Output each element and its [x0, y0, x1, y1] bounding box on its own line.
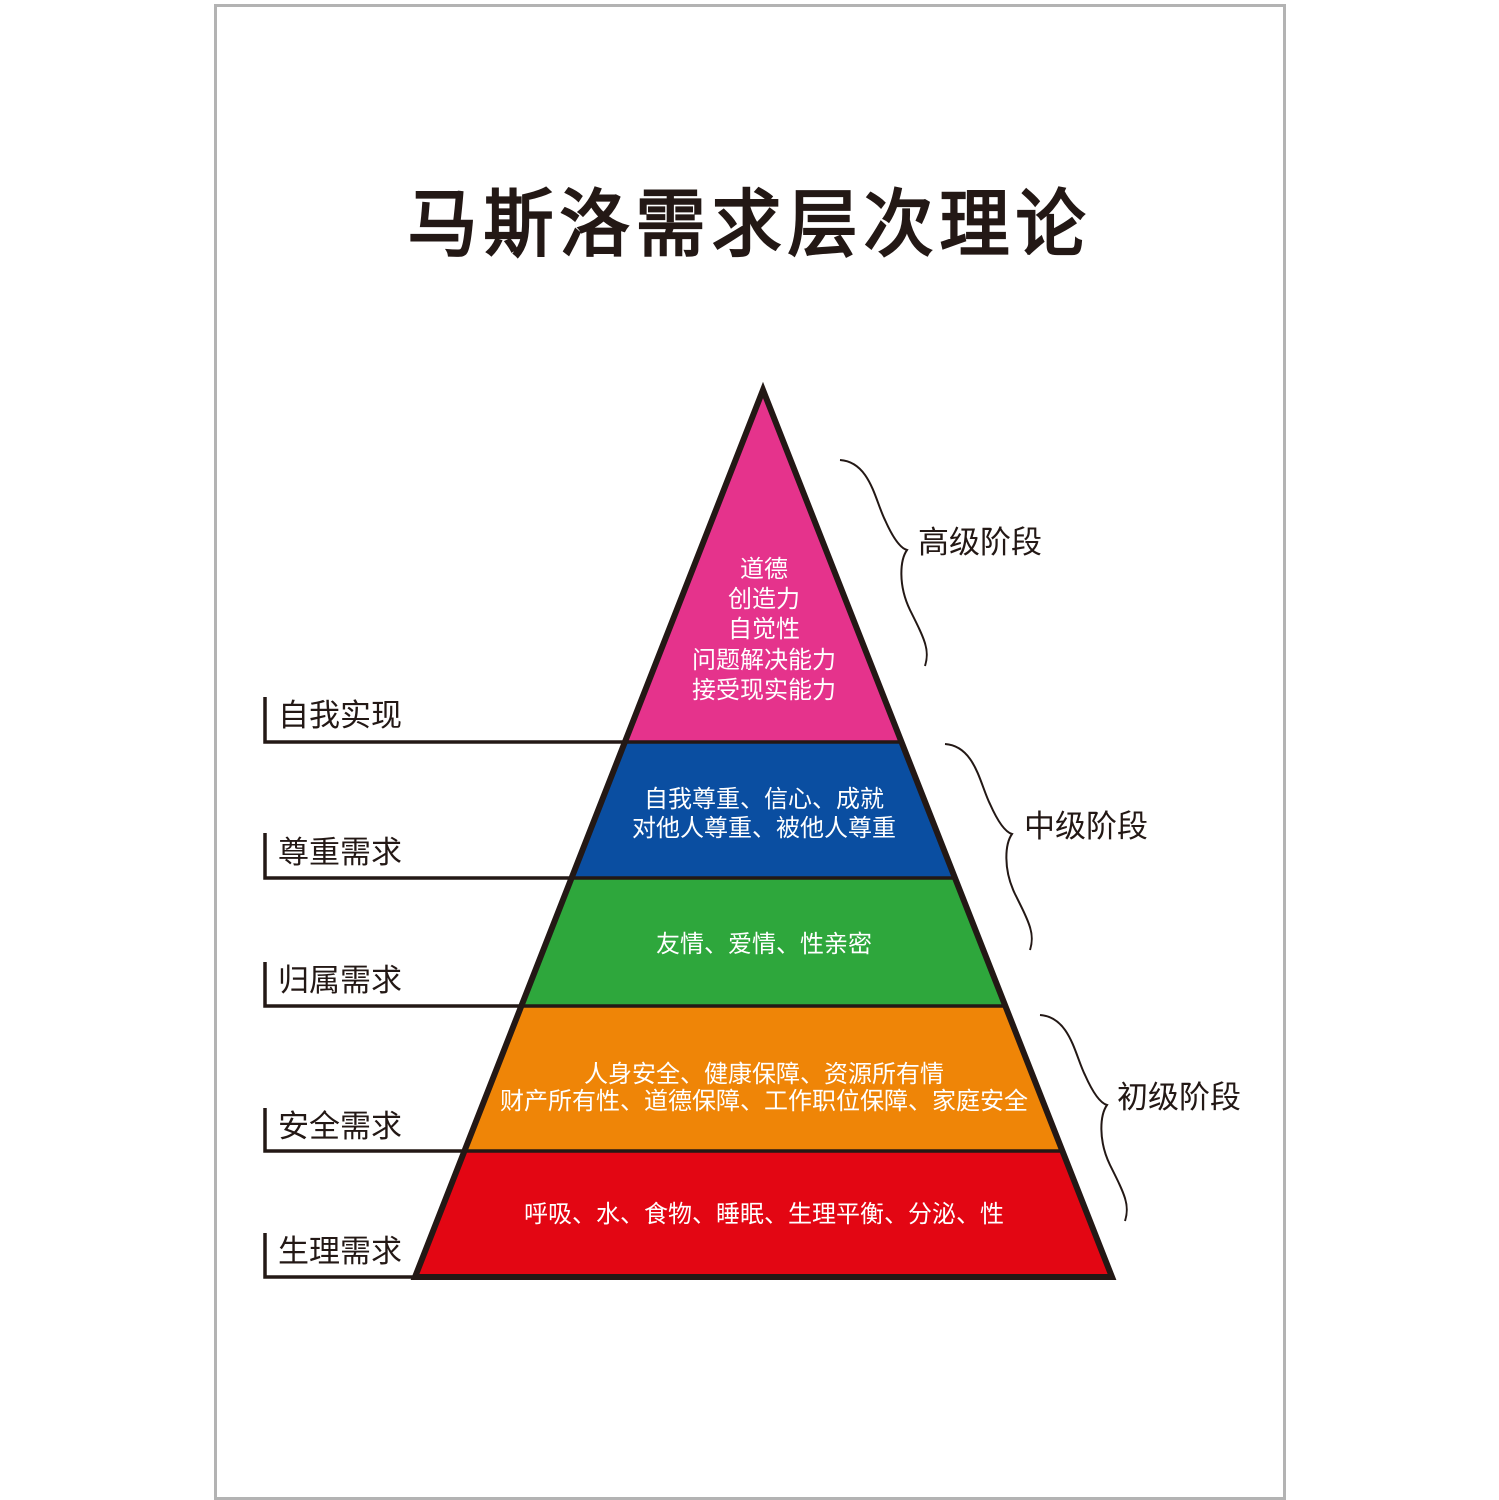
level-label-belonging: 归属需求	[278, 963, 402, 999]
stage-label-mid: 中级阶段	[1024, 809, 1148, 845]
leader-line-physiological	[263, 1233, 415, 1279]
self-actualization-line: 接受现实能力	[692, 676, 836, 704]
band-safety	[464, 1006, 1062, 1151]
safety-line: 财产所有性、道德保障、工作职位保障、家庭安全	[500, 1087, 1028, 1115]
belonging-line: 友情、爱情、性亲密	[656, 930, 872, 958]
brace-mid-stage	[944, 743, 1033, 951]
brace-high-stage	[839, 459, 928, 667]
leader-line-self-actualization	[263, 697, 625, 744]
band-esteem	[571, 742, 955, 878]
band-texts: 道德 创造力 自觉性 问题解决能力 接受现实能力 自我尊重、信心、成就 对他人尊…	[500, 555, 1028, 1228]
physiological-line: 呼吸、水、食物、睡眠、生理平衡、分泌、性	[524, 1200, 1004, 1228]
poster-title: 马斯洛需求层次理论	[407, 181, 1092, 268]
safety-line: 人身安全、健康保障、资源所有情	[584, 1060, 944, 1088]
level-label-esteem: 尊重需求	[278, 835, 402, 871]
band-dividers	[464, 740, 1062, 1153]
self-actualization-line: 道德	[740, 555, 788, 583]
pyramid	[410, 381, 1117, 1280]
esteem-line: 自我尊重、信心、成就	[644, 785, 884, 813]
self-actualization-line: 创造力	[728, 585, 800, 613]
stage-label-low: 初级阶段	[1117, 1080, 1241, 1116]
band-self-actualization	[625, 390, 901, 742]
band-belonging	[521, 878, 1005, 1006]
leader-line-belonging	[263, 962, 522, 1008]
level-label-self-actualization: 自我实现	[278, 698, 402, 734]
pyramid-outline	[410, 381, 1117, 1280]
leader-line-safety	[263, 1108, 465, 1153]
self-actualization-line: 自觉性	[728, 615, 800, 643]
level-label-physiological: 生理需求	[278, 1234, 402, 1270]
stage-braces	[839, 459, 1128, 1222]
esteem-line: 对他人尊重、被他人尊重	[632, 814, 896, 842]
stage-label-high: 高级阶段	[918, 525, 1042, 561]
leader-line-esteem	[263, 833, 572, 880]
brace-low-stage	[1039, 1014, 1128, 1222]
self-actualization-line: 问题解决能力	[692, 646, 836, 674]
level-labels	[263, 697, 625, 1279]
band-physiological	[415, 1151, 1112, 1277]
level-label-safety: 安全需求	[278, 1109, 402, 1145]
